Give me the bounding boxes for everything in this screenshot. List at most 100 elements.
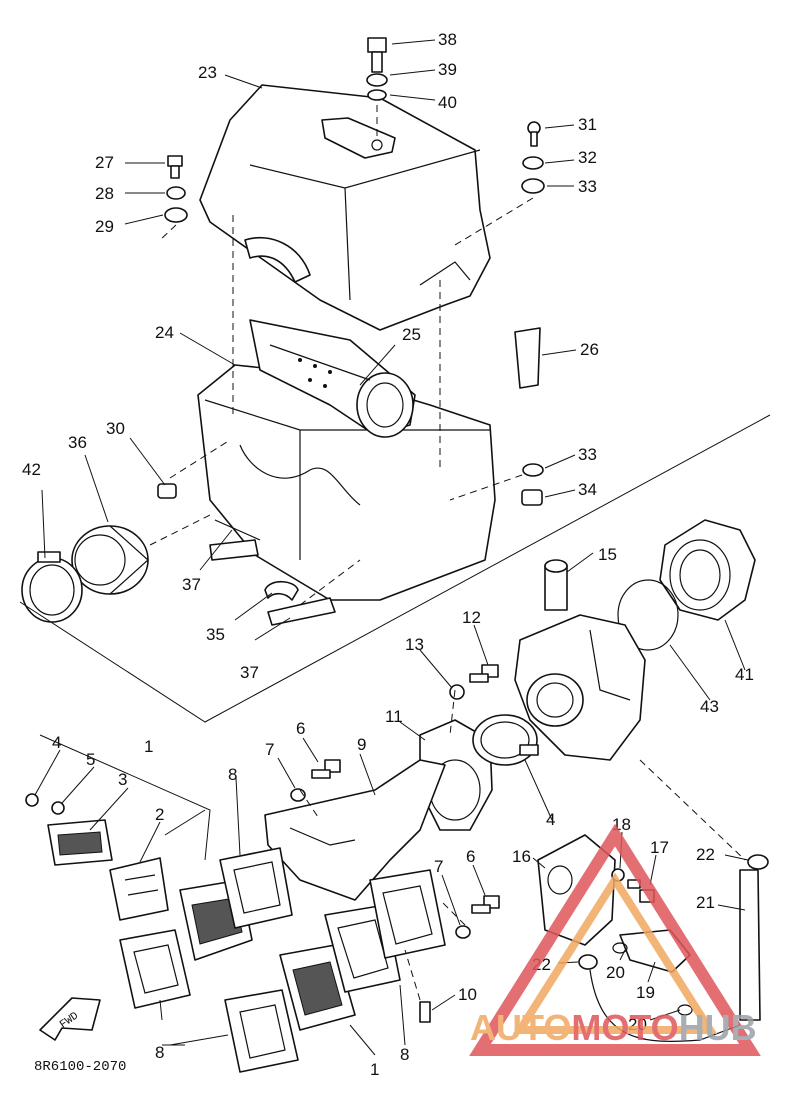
reed-valve-assembly-upper xyxy=(47,819,113,866)
clamp-42 xyxy=(21,551,83,623)
callout-12: 12 xyxy=(462,608,481,627)
cover-seal-26 xyxy=(514,327,541,389)
clip-22-lower xyxy=(578,954,598,970)
callout-24: 24 xyxy=(155,323,174,342)
automotohub-watermark-logo: AUTOMOTOHUB xyxy=(469,823,761,1056)
clip-22-upper xyxy=(747,854,769,870)
callout-5: 5 xyxy=(86,750,95,769)
washer-28 xyxy=(166,186,186,200)
grommet-29 xyxy=(164,207,188,223)
plate-37-upper xyxy=(209,539,259,561)
grommet-33-top xyxy=(521,178,545,194)
callout-31: 31 xyxy=(578,115,597,134)
callout-30: 30 xyxy=(106,419,125,438)
clip-20-upper xyxy=(612,942,628,954)
reed-valve-2 xyxy=(109,857,169,921)
callout-26: 26 xyxy=(580,340,599,359)
carb-joint-41 xyxy=(659,519,756,621)
bolt-27 xyxy=(167,155,183,179)
callout-13: 13 xyxy=(405,635,424,654)
callout-28: 28 xyxy=(95,184,114,203)
band-43 xyxy=(617,579,679,651)
callout-1-lower: 1 xyxy=(370,1060,379,1079)
callout-33-top: 33 xyxy=(578,177,597,196)
callout-21: 21 xyxy=(696,893,715,912)
callout-23: 23 xyxy=(198,63,217,82)
callout-11: 11 xyxy=(385,707,403,726)
air-filter-element xyxy=(249,319,416,438)
bolt-31 xyxy=(527,121,541,147)
watermark-word-auto: AUTO xyxy=(470,1007,571,1048)
collar-30 xyxy=(157,483,177,499)
gasket-8-b xyxy=(119,929,191,1009)
callout-6-lower: 6 xyxy=(466,847,475,866)
callout-8-lower-left: 8 xyxy=(155,1043,164,1062)
callout-22-upper: 22 xyxy=(696,845,715,864)
intake-manifold-9 xyxy=(264,759,446,901)
callout-42: 42 xyxy=(22,460,41,479)
washer-40 xyxy=(367,89,387,101)
hose-19 xyxy=(619,929,691,973)
boundary-lines xyxy=(19,414,771,861)
clip-35 xyxy=(264,580,299,601)
washer-39 xyxy=(366,73,388,87)
screw-12 xyxy=(469,664,499,683)
callout-8-lower-right: 8 xyxy=(400,1045,409,1064)
callout-10: 10 xyxy=(458,985,477,1004)
gasket-8-c xyxy=(224,989,299,1073)
callout-36: 36 xyxy=(68,433,87,452)
pipe-21 xyxy=(739,869,761,1021)
fwd-arrow-icon: FWD xyxy=(39,997,101,1041)
callout-15: 15 xyxy=(598,545,617,564)
callout-39: 39 xyxy=(438,60,457,79)
callout-35: 35 xyxy=(206,625,225,644)
callout-2: 2 xyxy=(155,805,164,824)
hose-line xyxy=(589,969,741,1042)
callout-4-upper: 4 xyxy=(52,733,61,752)
callout-7-lower: 7 xyxy=(434,857,443,876)
callout-32: 32 xyxy=(578,148,597,167)
callout-16: 16 xyxy=(512,847,531,866)
callout-4-lower: 4 xyxy=(546,810,555,829)
callout-29: 29 xyxy=(95,217,114,236)
callout-labels: 38 39 40 23 31 32 33 27 28 29 24 25 26 3… xyxy=(22,30,754,1079)
hose-clamp-4 xyxy=(472,714,539,766)
watermark-word-moto: MOTO xyxy=(571,1007,678,1048)
diagram-code: 8R6100-2070 xyxy=(34,1059,126,1075)
callout-7-upper: 7 xyxy=(265,740,274,759)
bolt-6-lower xyxy=(471,895,500,914)
washer-32 xyxy=(522,156,544,170)
callout-20-upper: 20 xyxy=(606,963,625,982)
callout-41: 41 xyxy=(735,665,754,684)
grommet-33-lower xyxy=(522,463,544,477)
callout-1-upper: 1 xyxy=(144,737,153,756)
callout-9: 9 xyxy=(357,735,366,754)
callout-27: 27 xyxy=(95,153,114,172)
collar-34 xyxy=(521,489,543,506)
screw-4 xyxy=(25,793,39,807)
clip-20-lower xyxy=(677,1004,693,1016)
callout-33-lower: 33 xyxy=(578,445,597,464)
washer-13 xyxy=(449,684,465,700)
callout-19: 19 xyxy=(636,983,655,1002)
callout-25: 25 xyxy=(402,325,421,344)
gasket-8-a xyxy=(219,847,293,929)
bolt-38 xyxy=(367,37,387,73)
stud-10 xyxy=(419,1001,431,1023)
callout-37-upper: 37 xyxy=(182,575,201,594)
callout-34: 34 xyxy=(578,480,597,499)
joint-36 xyxy=(71,525,149,595)
callout-40: 40 xyxy=(438,93,457,112)
watermark-word-hub: HUB xyxy=(679,1007,757,1048)
callout-17: 17 xyxy=(650,838,669,857)
callout-3: 3 xyxy=(118,770,127,789)
washer-7-lower xyxy=(455,925,471,939)
starter-plunger-15 xyxy=(544,559,568,611)
svg-text:AUTOMOTOHUB: AUTOMOTOHUB xyxy=(470,1007,757,1048)
carburetor xyxy=(514,614,646,761)
plate-37-lower xyxy=(267,597,336,626)
callout-6-upper: 6 xyxy=(296,719,305,738)
callout-43: 43 xyxy=(700,697,719,716)
